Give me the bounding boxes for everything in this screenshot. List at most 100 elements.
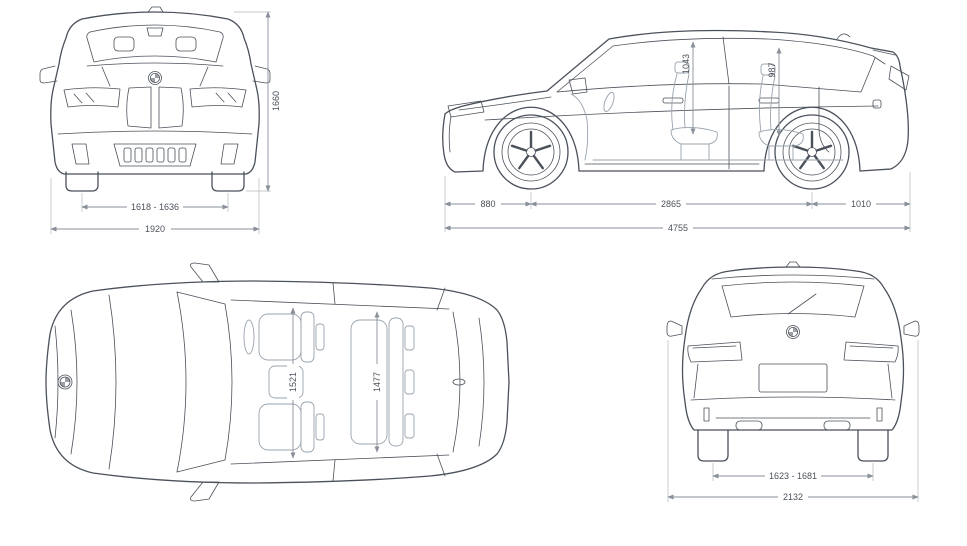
hood-crease-b	[108, 294, 117, 470]
steering-wheel	[603, 92, 615, 112]
side-car-body	[442, 29, 909, 173]
exhaust-right	[823, 420, 851, 431]
grille-edge	[448, 115, 452, 153]
headrest-right	[175, 36, 197, 52]
headrest-left	[113, 36, 135, 52]
side-intake-right	[220, 143, 239, 165]
rear-window-arc	[452, 311, 461, 453]
front-seat-headrest	[674, 61, 690, 74]
passenger-headrest	[315, 413, 325, 441]
kidney-grille	[126, 86, 184, 129]
side-mirror-left	[666, 320, 683, 337]
headlight-right	[189, 87, 247, 108]
antenna-fin	[836, 33, 851, 40]
front-view-drawing: 1660 1618 - 1636 1920	[39, 6, 280, 234]
b-pillar-top	[332, 282, 336, 305]
dim-label-rear-overhang: 1010	[851, 199, 871, 209]
rear-tire-right	[857, 429, 889, 462]
dim-label-length: 4755	[668, 223, 688, 233]
tailgate-arc	[478, 317, 485, 447]
side-mirror-right	[252, 65, 271, 84]
rear-wiper	[787, 293, 817, 315]
center-console	[268, 365, 304, 399]
rear-spoiler-line	[872, 49, 896, 56]
bmw-roundel-icon	[786, 325, 800, 339]
side-body-details	[447, 65, 910, 165]
tailgate-seam-right	[887, 363, 893, 399]
rear-wheel	[774, 114, 850, 190]
rear-seat-headrest	[760, 63, 776, 76]
passenger-seat-cushion	[258, 403, 302, 451]
headlight	[447, 100, 485, 118]
top-car-body	[45, 280, 510, 484]
door-handle-rear	[758, 97, 780, 104]
dashboard	[570, 93, 589, 161]
rear-headrest-2	[404, 369, 415, 395]
driver-headrest	[315, 323, 325, 351]
windshield-top-arc	[224, 303, 233, 461]
tailgate-seam-left	[693, 363, 699, 399]
dim-rear-track: 1623 - 1681	[712, 463, 874, 481]
headlight-left	[63, 87, 121, 108]
dim-label-front-track: 1618 - 1636	[131, 202, 179, 212]
front-windshield	[86, 24, 224, 87]
front-bumper-line	[54, 325, 59, 439]
fuel-door	[872, 99, 882, 109]
taillight-right	[843, 341, 899, 363]
rear-door-line	[818, 86, 830, 153]
top-glass-roof	[176, 282, 485, 482]
exhaust-left	[735, 420, 763, 431]
dim-label-front-interior-width: 1521	[288, 372, 298, 392]
dim-rear-headroom: 987	[767, 47, 782, 137]
top-interior-seats	[243, 311, 415, 453]
passenger-seat-back	[300, 401, 315, 453]
side-mirror-bottom	[190, 481, 220, 502]
dim-label-front-width: 1920	[145, 224, 165, 234]
front-seat-cushion	[670, 127, 718, 145]
roof-spoiler-line	[711, 274, 875, 280]
reflector-right	[876, 407, 883, 422]
rear-headrest-3	[404, 413, 415, 439]
dim-front-width: 1920	[50, 178, 260, 234]
driver-seat-cushion	[258, 313, 302, 361]
cowl-line	[86, 62, 224, 67]
steering-wheel	[243, 319, 255, 355]
hood-crease-right	[199, 66, 209, 87]
dim-label-front-overhang: 880	[480, 199, 495, 209]
dim-front-height: 1660	[234, 11, 280, 192]
dim-label-rear-headroom: 987	[767, 62, 777, 77]
antenna-fin	[452, 378, 466, 386]
dim-label-rear-track: 1623 - 1681	[769, 471, 817, 481]
side-glasshouse	[556, 36, 886, 170]
interior-seats	[570, 61, 844, 161]
dim-rear-interior-width: 1477	[371, 311, 383, 453]
b-pillar	[722, 36, 730, 85]
rear-car-body	[681, 261, 905, 462]
rear-tire-left	[697, 429, 729, 462]
side-view-drawing: 1043 987 880 2865 1010 4755	[442, 29, 911, 233]
bumper-line	[57, 130, 253, 135]
rearview-mirror	[146, 27, 164, 37]
antenna-fin	[785, 261, 801, 268]
a-pillar-bottom	[176, 459, 226, 473]
cowl-arc	[176, 291, 187, 473]
dim-front-track: 1618 - 1636	[81, 193, 229, 212]
front-tire-right	[211, 171, 245, 192]
dim-front-headroom: 1043	[681, 41, 696, 135]
rear-bench-cushion	[350, 319, 388, 445]
side-mirror	[568, 77, 588, 95]
dim-label-wheelbase: 2865	[661, 199, 681, 209]
front-seat-back	[671, 73, 690, 131]
rear-window	[721, 281, 865, 318]
c-pillar-top	[436, 287, 446, 311]
front-tire-left	[65, 171, 99, 192]
driver-seat-back	[300, 311, 315, 363]
top-view-drawing: 1521 1477	[45, 262, 510, 502]
taillight	[888, 65, 910, 91]
dim-label-front-headroom: 1043	[681, 54, 691, 74]
lower-intake	[113, 143, 197, 167]
taillight-left	[687, 341, 743, 363]
hood-shut-line	[458, 96, 552, 111]
rear-seat-back	[758, 75, 776, 133]
